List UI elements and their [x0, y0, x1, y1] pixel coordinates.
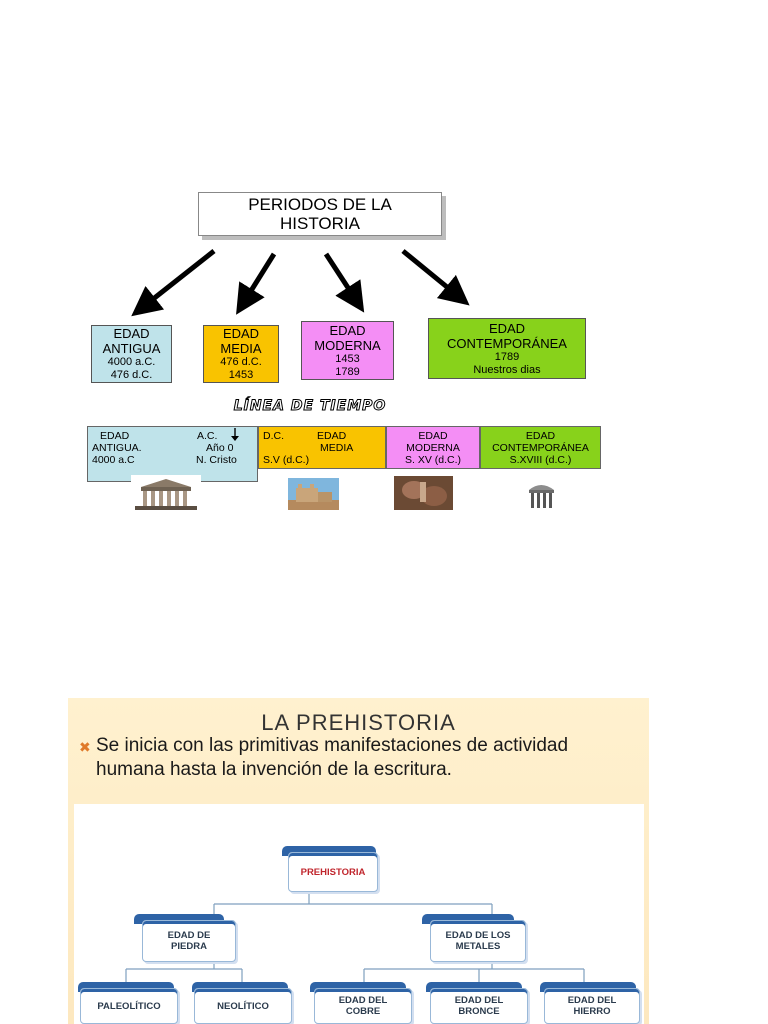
node-label: EDAD DEL BRONCE	[449, 995, 509, 1017]
tl-antigua-r1: A.C.	[197, 430, 217, 442]
node-edad-piedra: EDAD DE PIEDRA	[142, 920, 236, 962]
tl-moderna-l1: EDAD	[387, 430, 479, 442]
node-prehistoria: PREHISTORIA	[288, 852, 378, 892]
arrow-media	[244, 254, 274, 302]
period-date: 476 d.C.	[111, 369, 153, 382]
castle-image	[288, 478, 339, 510]
period-name: EDAD CONTEMPORÁNEA	[429, 321, 585, 351]
tl-moderna-l3: S. XV (d.C.)	[387, 454, 479, 466]
timeline-media: D.C. EDAD MEDIA S.V (d.C.)	[258, 426, 386, 469]
tl-contemporanea-l2: CONTEMPORÁNEA	[481, 442, 600, 454]
prehistoria-slide: LA PREHISTORIA ✖ Se inicia con las primi…	[68, 698, 649, 1024]
tl-antigua-r3: N. Cristo	[196, 454, 237, 466]
node-label: EDAD DE LOS METALES	[438, 930, 518, 952]
arrow-moderna	[326, 254, 356, 300]
slide-title: LA PREHISTORIA	[68, 710, 649, 736]
org-chart: PREHISTORIA EDAD DE PIEDRA EDAD DE LOS M…	[74, 804, 644, 1024]
timeline-moderna: EDAD MODERNA S. XV (d.C.)	[386, 426, 480, 469]
node-edad-hierro: EDAD DEL HIERRO	[544, 988, 640, 1024]
slide-text: Se inicia con las primitivas manifestaci…	[96, 734, 641, 782]
node-label: PALEOLÍTICO	[97, 1001, 160, 1012]
tl-antigua-l3: 4000 a.C	[92, 454, 135, 466]
node-label: NEOLÍTICO	[217, 1001, 269, 1012]
node-label: EDAD DEL COBRE	[333, 995, 393, 1017]
node-label: EDAD DEL HIERRO	[562, 995, 622, 1017]
node-neolitico: NEOLÍTICO	[194, 988, 292, 1024]
period-moderna: EDAD MODERNA 1453 1789	[301, 321, 394, 380]
period-name: EDAD MEDIA	[204, 326, 278, 356]
period-contemporanea: EDAD CONTEMPORÁNEA 1789 Nuestros dias	[428, 318, 586, 379]
tl-contemporanea-l1: EDAD	[481, 430, 600, 442]
bullet-icon: ✖	[79, 739, 91, 756]
period-date: 476 d.C.	[220, 356, 262, 369]
node-paleolitico: PALEOLÍTICO	[80, 988, 178, 1024]
tl-antigua-l2: ANTIGUA.	[92, 442, 142, 454]
period-date: 1789	[335, 366, 359, 379]
tl-antigua-l1: EDAD	[100, 430, 129, 442]
monument-image	[525, 480, 558, 510]
period-media: EDAD MEDIA 476 d.C. 1453	[203, 325, 279, 383]
tl-antigua-r2: Año 0	[206, 442, 233, 454]
period-date: 1453	[335, 353, 359, 366]
tl-media-l3: S.V (d.C.)	[263, 454, 309, 466]
timeline-label: LÍNEA DE TIEMPO	[190, 398, 430, 416]
node-label: EDAD DE PIEDRA	[159, 930, 219, 952]
tl-contemporanea-l3: S.XVIII (d.C.)	[481, 454, 600, 466]
period-antigua: EDAD ANTIGUA 4000 a.C. 476 d.C.	[91, 325, 172, 383]
node-edad-cobre: EDAD DEL COBRE	[314, 988, 412, 1024]
timeline-contemporanea: EDAD CONTEMPORÁNEA S.XVIII (d.C.)	[480, 426, 601, 469]
period-name: EDAD ANTIGUA	[92, 326, 171, 356]
renaissance-image	[394, 476, 453, 510]
period-name: EDAD MODERNA	[302, 323, 393, 353]
period-date: 4000 a.C.	[108, 356, 156, 369]
parthenon-image	[131, 475, 201, 510]
tl-moderna-l2: MODERNA	[387, 442, 479, 454]
down-arrow-icon	[230, 428, 240, 442]
arrow-antigua	[143, 251, 214, 307]
node-label: PREHISTORIA	[301, 867, 366, 878]
node-edad-bronce: EDAD DEL BRONCE	[430, 988, 528, 1024]
tl-media-dc: D.C.	[263, 430, 284, 442]
node-edad-metales: EDAD DE LOS METALES	[430, 920, 526, 962]
period-date: 1789	[495, 351, 519, 364]
period-date: 1453	[229, 369, 253, 382]
timeline-antigua: EDAD ANTIGUA. 4000 a.C A.C. Año 0 N. Cri…	[87, 426, 258, 482]
tl-media-l1: EDAD	[317, 430, 346, 442]
tl-media-l2: MEDIA	[320, 442, 353, 454]
arrow-contemporanea	[403, 251, 458, 296]
period-date: Nuestros dias	[473, 364, 540, 377]
